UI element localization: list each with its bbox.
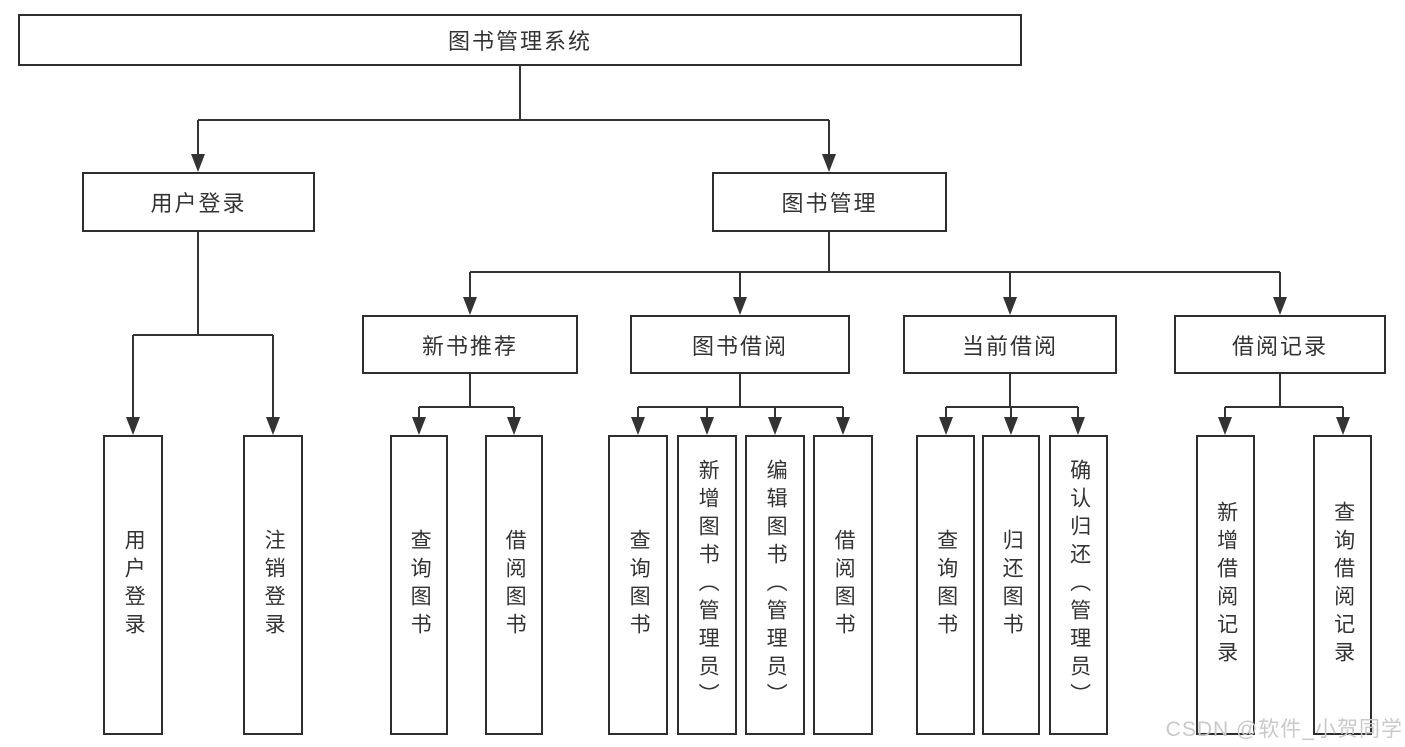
node-library-management-system: 图书管理系统 — [18, 14, 1022, 66]
leaf-query-books-recommend: 查询图书 — [390, 435, 448, 735]
node-label: 借阅记录 — [1231, 333, 1328, 359]
leaf-query-borrow-record: 查询借阅记录 — [1313, 435, 1372, 735]
node-label: 图书借阅 — [691, 333, 788, 359]
node-label: 当前借阅 — [961, 333, 1058, 359]
node-label: 查询借阅记录 — [1331, 501, 1355, 669]
leaf-user-login: 用户登录 — [103, 435, 163, 735]
leaf-add-books-admin: 新增图书（管理员） — [677, 435, 737, 735]
node-current-borrow: 当前借阅 — [903, 315, 1117, 374]
node-label: 归还图书 — [1000, 529, 1024, 641]
node-label: 查询图书 — [408, 529, 432, 641]
leaf-logout: 注销登录 — [243, 435, 303, 735]
node-new-book-recommend: 新书推荐 — [362, 315, 578, 374]
node-book-borrow: 图书借阅 — [630, 315, 850, 374]
node-user-login: 用户登录 — [82, 172, 315, 232]
node-label: 用户登录 — [122, 529, 146, 641]
watermark: CSDN @软件_小贺同学 — [1165, 718, 1403, 741]
leaf-borrow-books-recommend: 借阅图书 — [485, 435, 543, 735]
node-label: 确认归还（管理员） — [1067, 459, 1091, 711]
node-label: 编辑图书（管理员） — [764, 459, 788, 711]
leaf-query-books-current: 查询图书 — [916, 435, 975, 735]
leaf-query-books-borrow: 查询图书 — [608, 435, 668, 735]
node-label: 注销登录 — [262, 529, 286, 641]
leaf-borrow-books: 借阅图书 — [813, 435, 873, 735]
leaf-add-borrow-record: 新增借阅记录 — [1196, 435, 1255, 735]
node-label: 图书管理系统 — [447, 29, 592, 54]
node-label: 新增借阅记录 — [1214, 501, 1238, 669]
node-label: 查询图书 — [934, 529, 958, 641]
leaf-edit-books-admin: 编辑图书（管理员） — [745, 435, 805, 735]
node-label: 新书推荐 — [421, 333, 518, 359]
node-label: 新增图书（管理员） — [696, 459, 720, 711]
node-label: 查询图书 — [627, 529, 651, 641]
node-label: 用户登录 — [150, 191, 247, 216]
node-label: 借阅图书 — [503, 529, 527, 641]
leaf-confirm-return-admin: 确认归还（管理员） — [1049, 435, 1108, 735]
node-label: 借阅图书 — [832, 529, 856, 641]
node-borrow-records: 借阅记录 — [1174, 315, 1386, 374]
node-book-management: 图书管理 — [712, 172, 947, 232]
leaf-return-books: 归还图书 — [982, 435, 1040, 735]
node-label: 图书管理 — [781, 191, 878, 216]
